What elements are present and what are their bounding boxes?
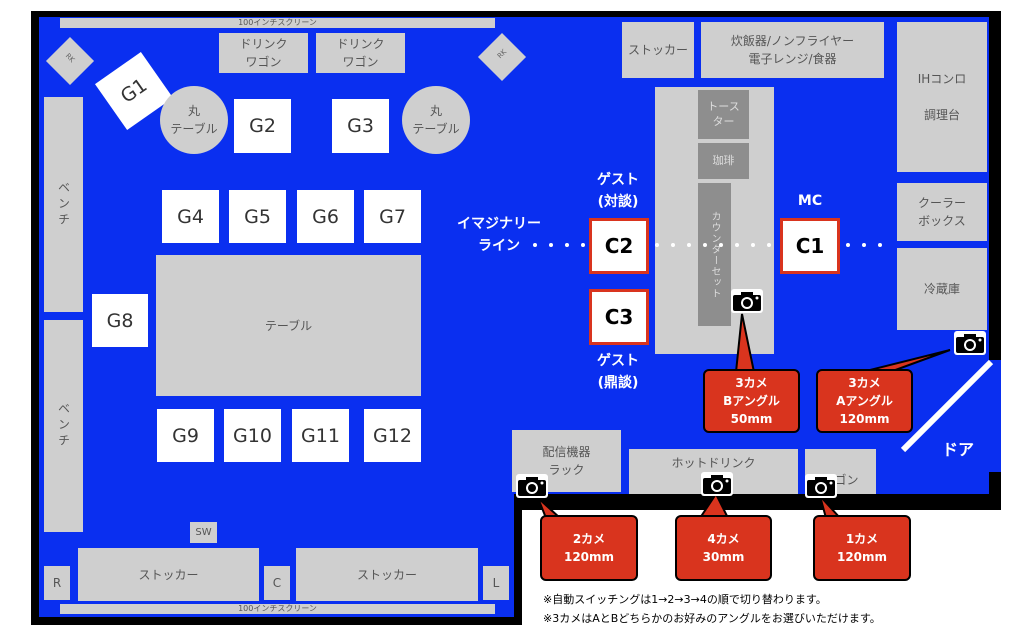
callout-cam2: 2カメ 120mm	[540, 515, 638, 581]
screen-top: 100インチスクリーン	[60, 18, 495, 28]
coffee-maker: 珈琲	[698, 143, 749, 179]
drink-wagon-left: ドリンク ワゴン	[219, 33, 308, 73]
bench-upper: ベンチ	[44, 97, 83, 312]
guest-seat-g3: G3	[332, 99, 389, 153]
cooler-box: クーラー ボックス	[897, 183, 987, 241]
guest-talk-label: ゲスト (対談)	[597, 172, 639, 210]
mc-label: MC	[797, 193, 823, 209]
guest-seat-g12: G12	[364, 409, 421, 462]
r-box: R	[44, 566, 70, 600]
drink-wagon-right: ドリンク ワゴン	[316, 33, 405, 73]
door-label: ドア	[941, 440, 974, 459]
callout-cam3-a: 3カメ Aアングル 120mm	[816, 369, 913, 433]
camera-icon	[805, 474, 837, 498]
cast-seat-c3: C3	[589, 289, 649, 345]
rice-cooker-area: 炊飯器/ノンフライヤー 電子レンジ/食器	[701, 22, 884, 78]
callout-cam1: 1カメ 120mm	[813, 515, 911, 581]
stocker-left: ストッカー	[78, 548, 259, 601]
guest-seat-g6: G6	[297, 190, 354, 243]
note-switching: ※自動スイッチングは1→2→3→4の順で切り替わります。	[543, 593, 827, 606]
ih-stove: IHコンロ 調理台	[897, 22, 987, 172]
camera-icon	[731, 289, 763, 313]
guest-seat-g4: G4	[162, 190, 219, 243]
outside-right	[1001, 0, 1024, 633]
door-swing	[900, 359, 994, 453]
c-box: C	[264, 566, 290, 600]
camera-icon	[954, 331, 986, 355]
cast-seat-c2: C2	[589, 218, 649, 274]
toaster: トース ター	[698, 90, 749, 139]
counter-set: カウンターセット	[698, 183, 731, 326]
sw-box: SW	[190, 522, 217, 543]
guest-seat-g8: G8	[92, 294, 148, 347]
guest-seat-g2: G2	[234, 99, 291, 153]
guest-seat-g9: G9	[157, 409, 214, 462]
main-table: テーブル	[156, 255, 421, 396]
guest-seat-g5: G5	[229, 190, 286, 243]
stocker-top: ストッカー	[622, 22, 694, 78]
l-box: L	[483, 566, 509, 600]
imaginary-line	[533, 243, 882, 247]
guest-seat-g10: G10	[224, 409, 281, 462]
bench-lower: ベンチ	[44, 320, 83, 532]
callout-cam3-b: 3カメ Bアングル 50mm	[703, 369, 800, 433]
note-cam3-angle: ※3カメはAとBどちらかのお好みのアングルをお選びいただけます。	[543, 612, 881, 625]
inner-wall	[514, 494, 1001, 510]
imaginary-line-label: イマジナリー ライン	[457, 216, 541, 254]
cast-seat-c1: C1	[780, 218, 840, 274]
door-gap	[989, 360, 1001, 472]
camera-icon	[701, 472, 733, 496]
guest-seat-g7: G7	[364, 190, 421, 243]
guest-seat-g11: G11	[292, 409, 349, 462]
camera-icon	[516, 474, 548, 498]
guest-panel-label: ゲスト (鼎談)	[597, 353, 639, 391]
callout-cam4: 4カメ 30mm	[675, 515, 772, 581]
round-table-right: 丸 テーブル	[402, 86, 470, 154]
fridge: 冷蔵庫	[897, 248, 987, 330]
round-table-left: 丸 テーブル	[160, 86, 228, 154]
stocker-right: ストッカー	[296, 548, 478, 601]
screen-bottom: 100インチスクリーン	[60, 604, 495, 614]
inner-wall-vertical	[514, 494, 522, 625]
